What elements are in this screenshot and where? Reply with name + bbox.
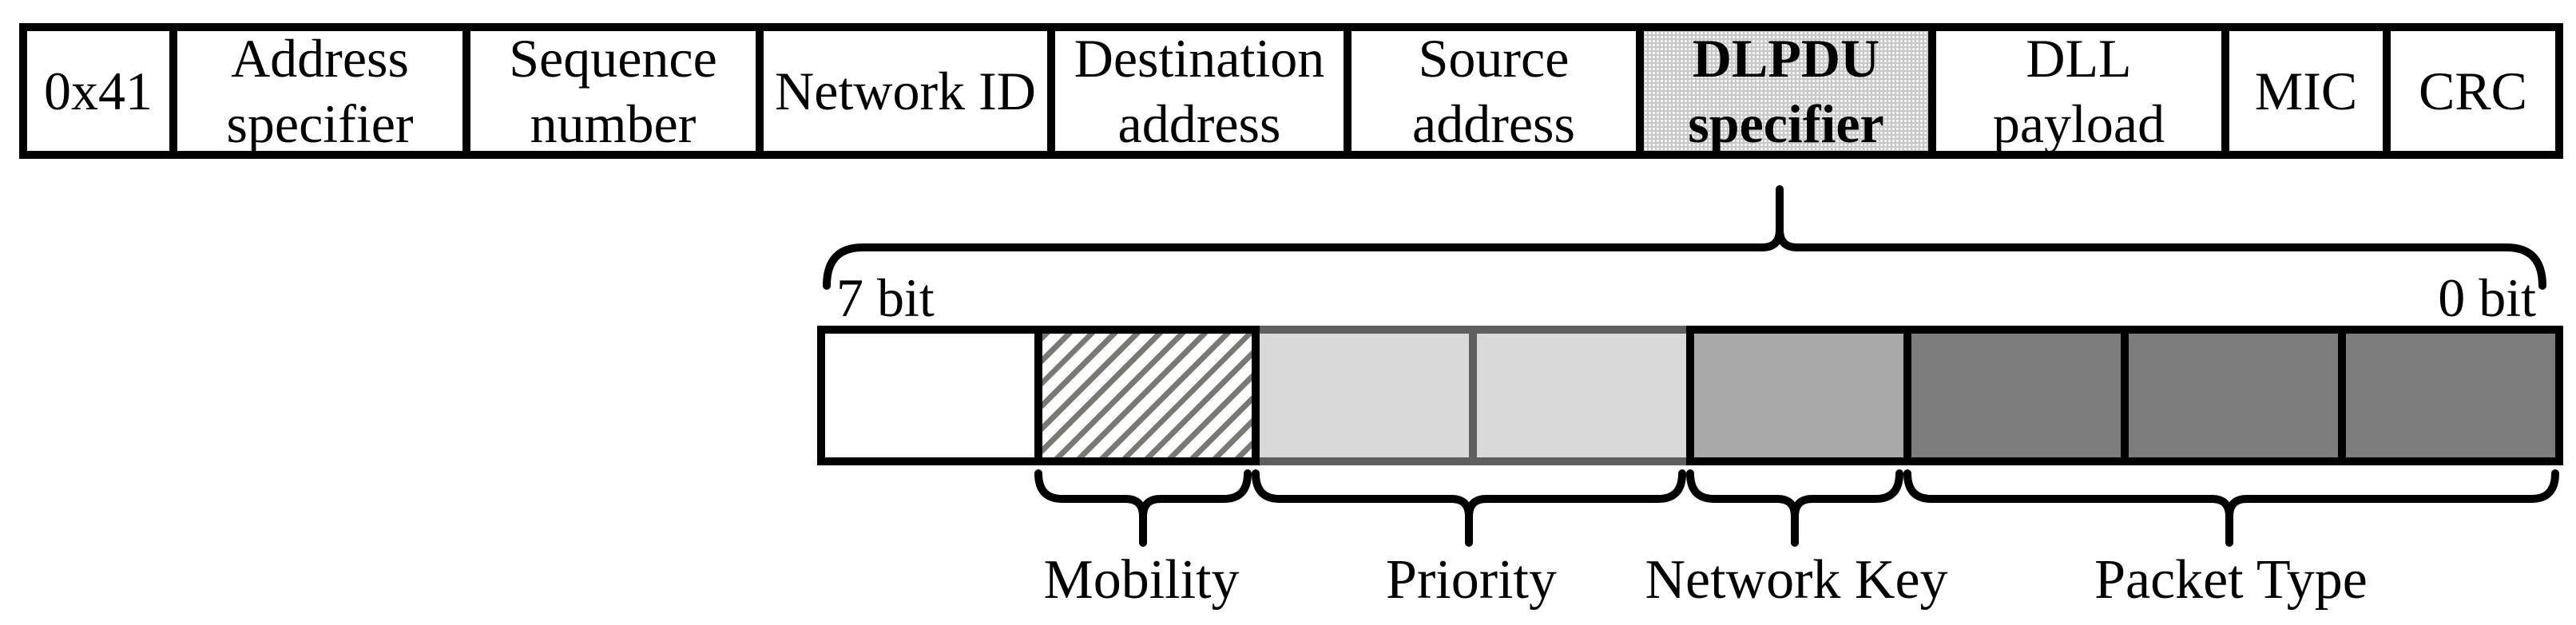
field-cell-network-id: Network ID [756, 23, 1055, 159]
bit-cell-6 [1034, 326, 1260, 465]
group-label-network-key: Network Key [1645, 549, 1948, 611]
bit-cell-2 [1903, 326, 2129, 465]
bit-cell-1 [2121, 326, 2346, 465]
field-label: Address specifier [226, 28, 414, 154]
bit-cell-4 [1469, 326, 1694, 465]
lsb-bit-label: 0 bit [2438, 267, 2536, 328]
field-cell-0x41: 0x41 [19, 23, 177, 159]
field-cell-address-specifier: Address specifier [169, 23, 470, 159]
field-label: Source address [1412, 28, 1575, 154]
field-label: Network ID [775, 61, 1036, 121]
group-label-priority: Priority [1386, 549, 1557, 611]
field-cell-destination-address: Destination address [1047, 23, 1352, 159]
field-label: Sequence number [509, 28, 717, 154]
field-cell-mic: MIC [2221, 23, 2391, 159]
bit-cell-5 [1252, 326, 1477, 465]
dlpdu-expansion-brace [823, 185, 2546, 290]
bit-cell-0 [2338, 326, 2563, 465]
field-cell-source-address: Source address [1344, 23, 1644, 159]
group-label-mobility: Mobility [1043, 549, 1240, 611]
field-cell-dll-payload: DLL payload [1928, 23, 2229, 159]
bit-cell-7 [817, 326, 1042, 465]
msb-bit-label: 7 bit [836, 267, 935, 328]
field-label: DLL payload [1992, 28, 2165, 154]
field-label: MIC [2254, 61, 2358, 121]
group-label-packet-type: Packet Type [2094, 549, 2368, 611]
priority-underbrace [1252, 469, 1686, 547]
mobility-underbrace [1034, 469, 1252, 547]
packet-type-underbrace [1903, 469, 2559, 547]
network-key-underbrace [1686, 469, 1903, 547]
field-cell-crc: CRC [2383, 23, 2563, 159]
field-cell-dlpdu-specifier: DLPDU specifier [1636, 23, 1936, 159]
field-label: 0x41 [44, 61, 153, 121]
field-label: CRC [2418, 61, 2528, 121]
field-label: DLPDU specifier [1688, 28, 1884, 154]
field-cell-sequence-number: Sequence number [462, 23, 764, 159]
bit-cell-3 [1686, 326, 1911, 465]
field-label: Destination address [1074, 28, 1325, 154]
